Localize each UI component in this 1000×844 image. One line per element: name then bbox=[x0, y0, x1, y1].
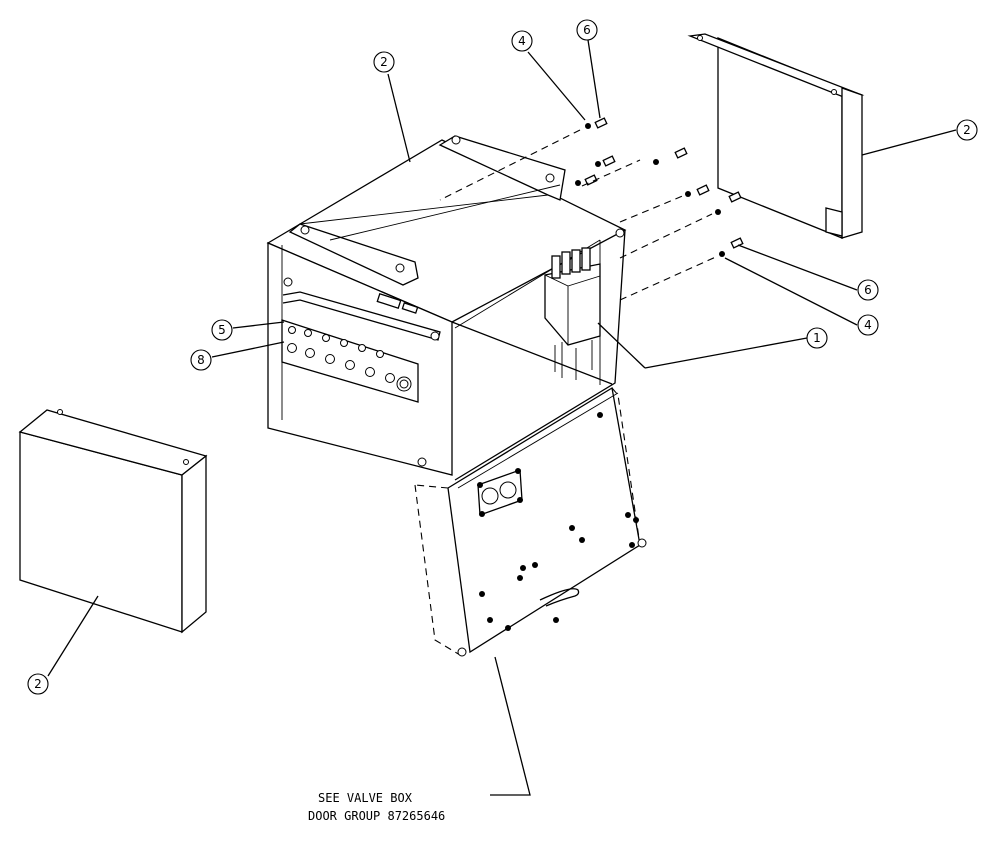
svg-text:6: 6 bbox=[583, 23, 591, 37]
main-enclosure bbox=[266, 135, 627, 481]
leader-lines bbox=[47, 39, 957, 796]
note-line-1: SEE VALVE BOX bbox=[318, 791, 413, 805]
svg-text:2: 2 bbox=[963, 123, 971, 137]
valve-box-door bbox=[414, 386, 647, 657]
callout-2-right: 2 bbox=[956, 119, 978, 141]
callout-4-right: 4 bbox=[857, 314, 879, 336]
callout-4-top: 4 bbox=[511, 30, 533, 52]
svg-text:2: 2 bbox=[380, 55, 388, 69]
svg-text:1: 1 bbox=[813, 331, 821, 345]
svg-text:4: 4 bbox=[518, 34, 526, 48]
svg-text:5: 5 bbox=[218, 323, 226, 337]
callout-8: 8 bbox=[190, 349, 212, 371]
right-side-cover bbox=[687, 33, 865, 239]
callout-2-bottom: 2 bbox=[27, 673, 49, 695]
note-line-2: DOOR GROUP 87265646 bbox=[308, 809, 445, 823]
connector-holes bbox=[287, 326, 412, 392]
callout-5: 5 bbox=[211, 319, 233, 341]
left-side-cover bbox=[18, 409, 208, 634]
svg-text:8: 8 bbox=[197, 353, 205, 367]
callout-6-top: 6 bbox=[576, 19, 598, 41]
svg-text:6: 6 bbox=[864, 283, 872, 297]
internal-components bbox=[544, 247, 601, 380]
callout-1: 1 bbox=[806, 327, 828, 349]
fasteners bbox=[439, 117, 744, 301]
svg-text:2: 2 bbox=[34, 677, 42, 691]
callout-6-right: 6 bbox=[857, 279, 879, 301]
svg-text:4: 4 bbox=[864, 318, 872, 332]
callout-2-top: 2 bbox=[373, 51, 395, 73]
